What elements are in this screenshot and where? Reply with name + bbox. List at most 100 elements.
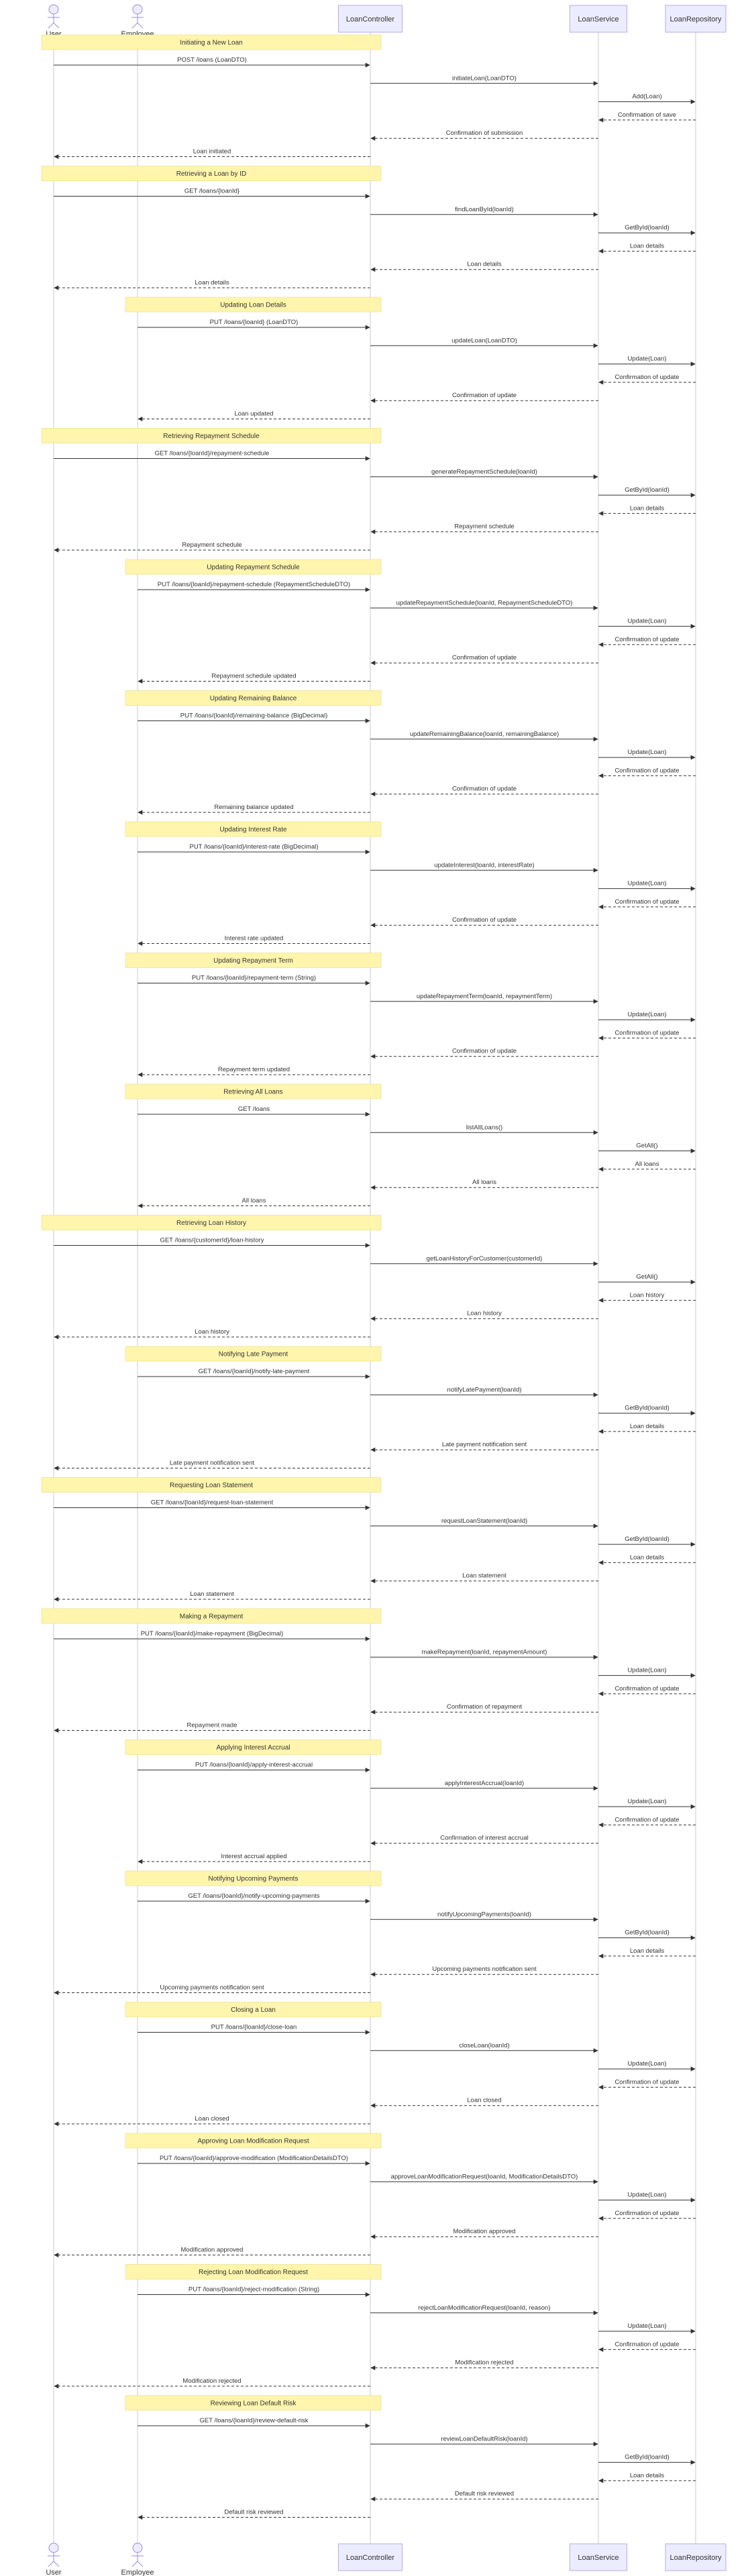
message-label: Update(Loan) bbox=[627, 2060, 666, 2068]
message-label: Update(Loan) bbox=[627, 1667, 666, 1674]
message-label: GetById(loanId) bbox=[625, 1405, 669, 1412]
message-loan-details: Loan details bbox=[598, 242, 696, 254]
message-label: POST /loans (LoanDTO) bbox=[177, 56, 247, 64]
message-modification-approved: Modification approved bbox=[370, 2228, 598, 2239]
participant-label: LoanRepository bbox=[669, 2554, 722, 2562]
message-update-loan: Update(Loan) bbox=[598, 2192, 696, 2203]
message-reject-loan-modification-request-loan-id-reason: rejectLoanModificationRequest(loanId, re… bbox=[370, 2304, 598, 2316]
message-label: GET /loans/{loanId} bbox=[184, 188, 239, 195]
message-loan-history: Loan history bbox=[370, 1310, 598, 1322]
actor-leg-right-icon bbox=[137, 22, 144, 29]
message-label: Confirmation of save bbox=[618, 111, 676, 119]
participant-loan-service-bottom: LoanService bbox=[570, 2543, 627, 2571]
message-label: Interest rate updated bbox=[225, 935, 284, 943]
note-label: Rejecting Loan Modification Request bbox=[199, 2269, 308, 2276]
message-label: Confirmation of update bbox=[452, 916, 517, 924]
message-put-loans-loan-id-repayment-term-string: PUT /loans/{loanId}/repayment-term (Stri… bbox=[138, 975, 370, 985]
message-label: Update(Loan) bbox=[627, 1798, 666, 1805]
message-loan-details: Loan details bbox=[54, 279, 370, 290]
message-label: Loan details bbox=[630, 1554, 664, 1561]
message-label: Confirmation of update bbox=[614, 767, 679, 774]
message-label: GetById(loanId) bbox=[625, 1929, 669, 1937]
message-get-all: GetAll() bbox=[598, 1273, 696, 1285]
message-label: Loan details bbox=[630, 1947, 664, 1955]
message-all-loans: All loans bbox=[370, 1179, 598, 1190]
actor-head-icon bbox=[132, 4, 143, 15]
message-update-repayment-schedule-loan-id-repayment-schedule-dto: updateRepaymentSchedule(loanId, Repaymen… bbox=[370, 599, 598, 610]
message-confirmation-of-update: Confirmation of update bbox=[370, 654, 598, 665]
message-update-loan-loan-dto: updateLoan(LoanDTO) bbox=[370, 337, 598, 348]
message-confirmation-of-update: Confirmation of update bbox=[598, 1685, 696, 1697]
message-label: GET /loans/{loanId}/request-loan-stateme… bbox=[151, 1499, 274, 1507]
participant-loan-repository-bottom: LoanRepository bbox=[665, 2543, 727, 2571]
message-confirmation-of-update: Confirmation of update bbox=[598, 1029, 696, 1040]
note-label: Updating Interest Rate bbox=[219, 826, 286, 834]
message-label: makeRepayment(loanId, repaymentAmount) bbox=[422, 1648, 547, 1656]
message-confirmation-of-submission: Confirmation of submission bbox=[370, 129, 598, 141]
note-box bbox=[125, 1083, 382, 1099]
note-box bbox=[125, 2395, 382, 2411]
note-label: Retrieving a Loan by ID bbox=[176, 170, 247, 178]
message-get-loans-customer-id-loan-history: GET /loans/{customerId}/loan-history bbox=[54, 1237, 370, 1248]
message-label: requestLoanStatement(loanId) bbox=[441, 1517, 527, 1525]
message-label: Loan closed bbox=[195, 2115, 229, 2123]
message-loan-details: Loan details bbox=[370, 261, 598, 272]
message-apply-interest-accrual-loan-id: applyInterestAccrual(loanId) bbox=[370, 1780, 598, 1791]
message-label: Loan details bbox=[630, 1423, 664, 1430]
participant-label: LoanService bbox=[578, 2554, 619, 2562]
message-repayment-schedule: Repayment schedule bbox=[54, 541, 370, 553]
actor-leg-left-icon bbox=[131, 2561, 138, 2567]
actor-head-icon bbox=[132, 2542, 143, 2553]
message-label: All loans bbox=[635, 1161, 659, 1168]
actor-leg-right-icon bbox=[53, 2561, 60, 2567]
note-box bbox=[125, 690, 382, 706]
participant-box bbox=[665, 5, 727, 33]
message-label: GetById(loanId) bbox=[625, 486, 669, 494]
message-update-interest-loan-id-interest-rate: updateInterest(loanId, interestRate) bbox=[370, 861, 598, 873]
message-loan-initiated: Loan initiated bbox=[54, 148, 370, 159]
actor-leg-left-icon bbox=[48, 2561, 54, 2567]
note-box bbox=[125, 2002, 382, 2017]
message-label: Default risk reviewed bbox=[224, 2509, 283, 2516]
message-get-loans-loan-id: GET /loans/{loanId} bbox=[54, 188, 370, 199]
message-label: Confirmation of update bbox=[614, 1685, 679, 1693]
message-label: Loan history bbox=[630, 1291, 665, 1299]
actor-leg-left-icon bbox=[48, 22, 54, 29]
message-label: GetAll() bbox=[636, 1273, 657, 1281]
message-confirmation-of-interest-accrual: Confirmation of interest accrual bbox=[370, 1835, 598, 1846]
note-box bbox=[41, 1215, 382, 1230]
note-label: Notifying Late Payment bbox=[219, 1351, 288, 1358]
message-confirmation-of-update: Confirmation of update bbox=[370, 1048, 598, 1059]
message-label: All loans bbox=[472, 1179, 496, 1186]
message-upcoming-payments-notification-sent: Upcoming payments notification sent bbox=[54, 1984, 370, 1995]
message-close-loan-loan-id: closeLoan(loanId) bbox=[370, 2042, 598, 2053]
message-interest-accrual-applied: Interest accrual applied bbox=[138, 1853, 370, 1864]
message-get-loans: GET /loans bbox=[138, 1106, 370, 1117]
note-box bbox=[125, 1870, 382, 1886]
message-label: Add(Loan) bbox=[632, 93, 661, 101]
message-get-by-id-loan-id: GetById(loanId) bbox=[598, 2454, 696, 2465]
message-label: Confirmation of update bbox=[614, 1029, 679, 1036]
message-label: Repayment schedule bbox=[182, 541, 241, 549]
message-label: PUT /loans/{loanId}/apply-interest-accru… bbox=[195, 1762, 313, 1769]
message-update-loan: Update(Loan) bbox=[598, 1011, 696, 1022]
note-label: Requesting Loan Statement bbox=[170, 1482, 253, 1489]
lifelines bbox=[53, 32, 696, 2544]
message-label: Confirmation of update bbox=[614, 636, 679, 643]
message-label: GetById(loanId) bbox=[625, 2454, 669, 2461]
message-label: reviewLoanDefaultRisk(loanId) bbox=[441, 2435, 527, 2443]
message-label: GET /loans/{customerId}/loan-history bbox=[160, 1237, 264, 1244]
participant-label: Employee bbox=[121, 2569, 154, 2576]
message-label: GET /loans/{loanId}/repayment-schedule bbox=[155, 450, 270, 458]
message-label: generateRepaymentSchedule(loanId) bbox=[431, 468, 537, 476]
message-label: Late payment notification sent bbox=[442, 1441, 527, 1448]
message-get-loan-history-for-customer-customer-id: getLoanHistoryForCustomer(customerId) bbox=[370, 1255, 598, 1267]
message-label: notifyLatePayment(loanId) bbox=[447, 1386, 522, 1393]
message-default-risk-reviewed: Default risk reviewed bbox=[138, 2509, 370, 2520]
